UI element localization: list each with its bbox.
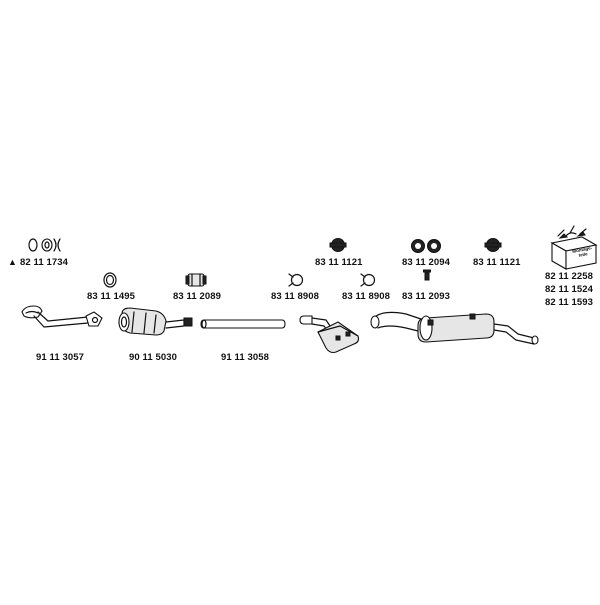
mounting-kit-number-2: 82 11 1524: [545, 284, 594, 295]
mounting-kit-number-3: 82 11 1593: [545, 297, 594, 308]
clamp-sleeve-icon[interactable]: [185, 273, 207, 287]
hose-clamp-b-number: 83 11 8908: [342, 291, 391, 302]
ring-gasket-number: 83 11 1495: [87, 291, 136, 302]
middle-silencer-icon[interactable]: [299, 315, 360, 354]
hanger-pin-number: 83 11 2093: [402, 291, 451, 302]
rubber-mount-rear-number: 83 11 1121: [473, 257, 521, 268]
hanger-pin-icon[interactable]: [423, 269, 431, 281]
mounting-kit-box-icon[interactable]: [550, 225, 598, 270]
front-pipe-icon[interactable]: [21, 305, 103, 328]
gasket-set-label: ▲82 11 1734: [8, 257, 68, 268]
rubber-mounts-pair-number: 83 11 2094: [402, 257, 451, 268]
front-pipe-number: 91 11 3057: [36, 352, 85, 363]
mounting-kit-number-1: 82 11 2258: [545, 271, 594, 282]
hose-clamp-b-icon[interactable]: [360, 273, 376, 287]
rubber-mounts-pair-icon[interactable]: [411, 239, 441, 253]
intermediate-pipe-number: 91 11 3058: [221, 352, 270, 363]
gasket-set-icon[interactable]: [28, 238, 61, 252]
triangle-marker-icon: ▲: [8, 257, 18, 267]
gasket-set-number: 82 11 1734: [20, 257, 69, 268]
hose-clamp-a-number: 83 11 8908: [271, 291, 320, 302]
ring-gasket-icon[interactable]: [103, 272, 117, 288]
catalytic-converter-number: 90 11 5030: [129, 352, 178, 363]
rear-silencer-icon[interactable]: [370, 311, 539, 345]
intermediate-pipe-icon[interactable]: [200, 319, 286, 329]
clamp-sleeve-number: 83 11 2089: [173, 291, 222, 302]
rubber-mount-rear-icon[interactable]: [484, 238, 502, 252]
rubber-mount-mid-icon[interactable]: [329, 238, 347, 252]
hose-clamp-a-icon[interactable]: [288, 273, 304, 287]
catalytic-converter-icon[interactable]: [118, 307, 193, 336]
rubber-mount-mid-number: 83 11 1121: [315, 257, 363, 268]
